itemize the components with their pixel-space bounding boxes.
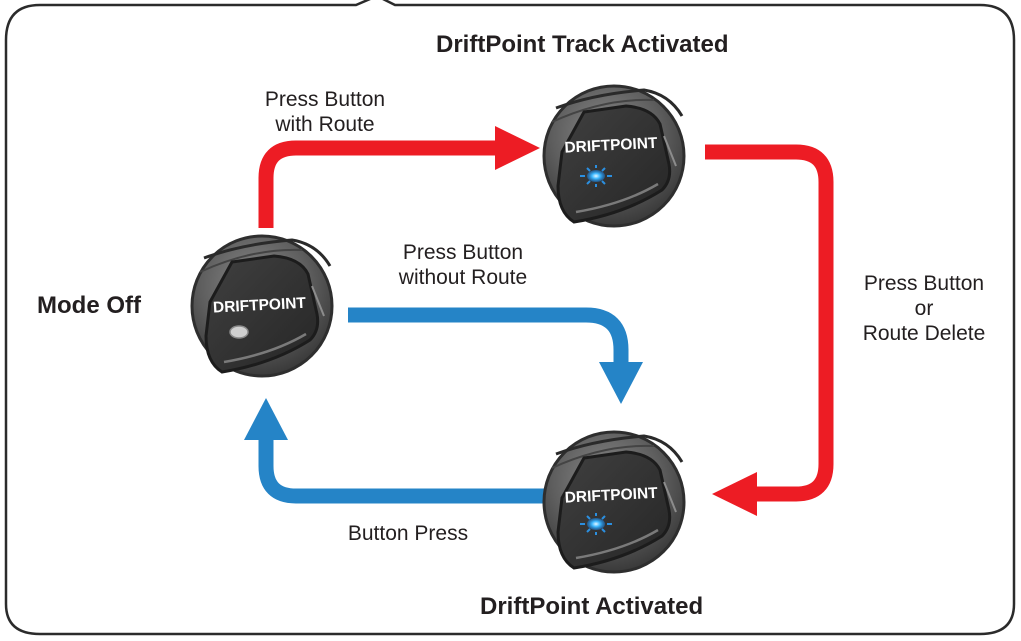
transition-line: Press Button — [264, 88, 386, 111]
transition-label-off-to-activated: Press Button without Route — [358, 240, 568, 290]
state-title-mode-off: Mode Off — [37, 292, 141, 319]
transition-label-track-to-activated: Press Button or Route Delete — [836, 271, 1012, 347]
arrow-off-to-activated — [348, 307, 643, 404]
transition-label-off-to-track: Press Button with Route — [225, 87, 425, 137]
driftpoint-button-activated: DRIFTPOINT — [542, 430, 686, 574]
transition-line: Press Button — [402, 241, 524, 264]
arrow-track-to-activated — [705, 144, 834, 516]
driftpoint-button-track: DRIFTPOINT — [542, 84, 686, 228]
state-title-track-activated: DriftPoint Track Activated — [436, 31, 729, 58]
button-text: DRIFTPOINT — [564, 135, 658, 157]
transition-line: with Route — [275, 113, 375, 137]
state-title-activated: DriftPoint Activated — [480, 593, 704, 620]
transition-line: Route Delete — [862, 322, 986, 346]
transition-line: or — [914, 297, 934, 321]
transition-line: without Route — [398, 266, 528, 290]
arrow-activated-to-off — [244, 398, 548, 504]
driftpoint-button-off: DRIFTPOINT — [190, 234, 334, 378]
led-off-icon — [229, 325, 249, 339]
led-blue-icon — [580, 165, 612, 187]
button-text: DRIFTPOINT — [213, 295, 307, 317]
arrow-off-to-track — [258, 126, 540, 228]
led-blue-icon — [580, 513, 612, 535]
button-text: DRIFTPOINT — [564, 485, 658, 507]
transition-label-activated-to-off: Button Press — [318, 521, 498, 546]
transition-line: Button Press — [347, 522, 469, 545]
transition-line: Press Button — [863, 272, 985, 295]
